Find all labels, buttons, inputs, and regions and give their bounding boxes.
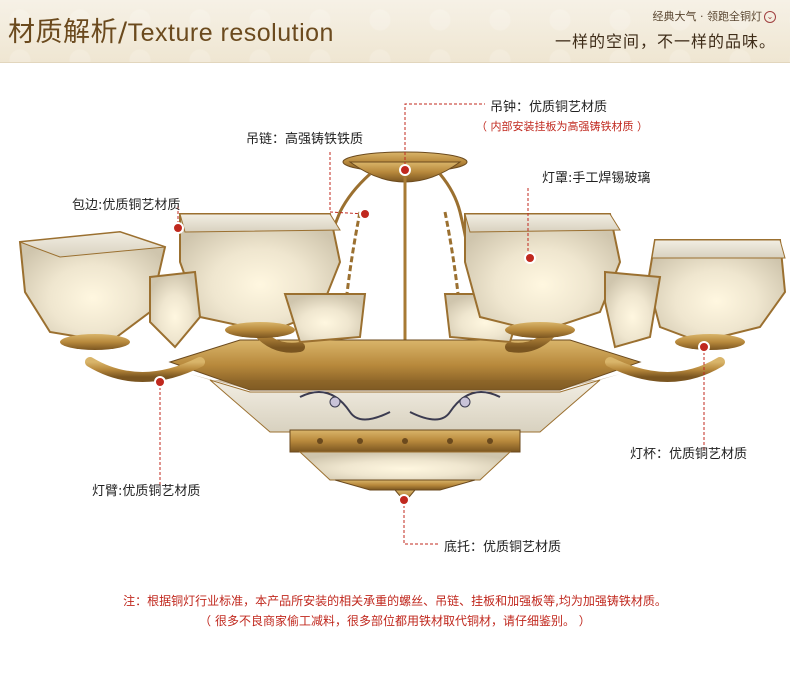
footnote-line-2: （ 很多不良商家偷工减料，很多部位都用铁材取代铜材，请仔细鉴别。 ）	[199, 614, 591, 628]
slogan-small: 经典大气 · 领跑全铜灯⌄	[652, 8, 776, 24]
callout-markers	[154, 164, 710, 506]
slogan-small-text: 经典大气 · 领跑全铜灯	[652, 10, 763, 23]
callout-hanging-bell-note: （ 内部安装挂板为高强铸铁材质 ）	[476, 120, 648, 133]
slogan-main: 一样的空间，不一样的品味。	[554, 32, 776, 51]
title-cn: 材质解析	[8, 17, 118, 48]
callout-hanging-bell: 吊钟：优质铜艺材质	[490, 100, 608, 115]
callout-chain: 吊链：高强铸铁铁质	[246, 132, 364, 147]
callout-cup: 灯杯：优质铜艺材质	[630, 447, 748, 462]
callout-shade: 灯罩:手工焊锡玻璃	[542, 171, 651, 186]
footnote-line-1: 注：根据铜灯行业标准，本产品所安装的相关承重的螺丝、吊链、挂板和加强板等,均为加…	[123, 594, 667, 608]
chevron-down-icon: ⌄	[764, 11, 776, 23]
chains	[318, 172, 472, 313]
page-title: 材质解析/Texture resolution	[8, 10, 334, 49]
lamp-shades	[18, 213, 787, 350]
header-banner: 材质解析/Texture resolution 经典大气 · 领跑全铜灯⌄ 一样…	[0, 0, 790, 63]
callout-arm: 灯臂:优质铜艺材质	[92, 484, 201, 499]
main-body	[168, 339, 642, 503]
leader-lines	[159, 103, 705, 545]
title-en: Texture resolution	[127, 19, 334, 47]
chandelier-illustration	[18, 103, 787, 545]
callout-base: 底托：优质铜艺材质	[444, 540, 562, 555]
callout-trim: 包边:优质铜艺材质	[72, 198, 181, 213]
title-separator: /	[118, 17, 128, 48]
